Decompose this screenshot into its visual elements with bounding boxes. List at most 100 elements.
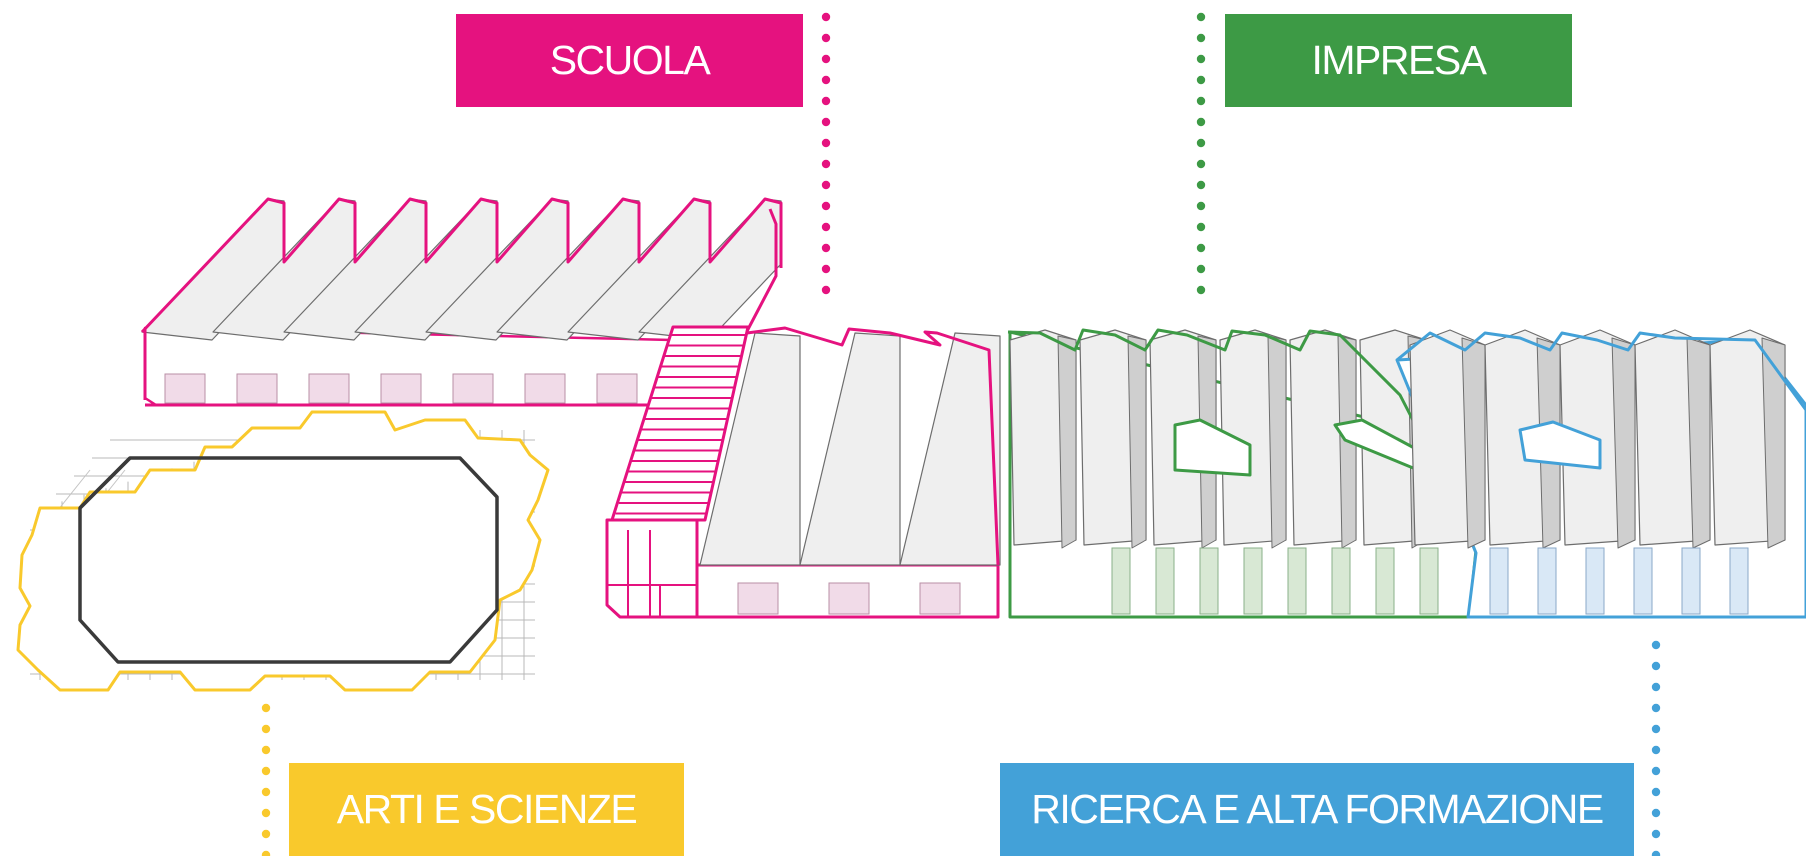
leader-dot xyxy=(1196,96,1206,106)
leader-dot xyxy=(1196,222,1206,232)
impresa-roof-shadow xyxy=(1057,335,1077,549)
leader-dot xyxy=(821,264,831,274)
stair-base xyxy=(605,518,699,619)
impresa-leader xyxy=(1196,12,1206,295)
leader-dot xyxy=(261,766,271,776)
leader-dot xyxy=(1196,243,1206,253)
ricerca-label: RICERCA E ALTA FORMAZIONE xyxy=(1000,763,1634,856)
scuola-window xyxy=(236,373,278,404)
arti-leader xyxy=(261,703,271,856)
impresa-label: IMPRESA xyxy=(1225,14,1572,107)
leader-dot xyxy=(821,96,831,106)
ricerca-column xyxy=(1585,547,1605,615)
leader-dot xyxy=(1651,829,1661,839)
leader-dot xyxy=(821,117,831,127)
arti-outline xyxy=(16,410,550,692)
ricerca-roof-shadow xyxy=(1686,337,1711,549)
leader-dot xyxy=(1196,12,1206,22)
scuola-window xyxy=(308,373,350,404)
leader-dot xyxy=(1651,808,1661,818)
leader-dot xyxy=(1196,180,1206,190)
leader-dot xyxy=(261,808,271,818)
scuola-window xyxy=(380,373,422,404)
arti-e-scienze-label: ARTI E SCIENZE xyxy=(289,763,684,856)
scuola-lower-window xyxy=(828,582,870,615)
ricerca-column xyxy=(1681,547,1701,615)
leader-dot xyxy=(1196,75,1206,85)
leader-dot xyxy=(1651,724,1661,734)
leader-dot xyxy=(1196,138,1206,148)
leader-dot xyxy=(1196,159,1206,169)
leader-dot xyxy=(261,787,271,797)
impresa-column xyxy=(1375,547,1395,615)
leader-dot xyxy=(821,180,831,190)
leader-dot xyxy=(1651,787,1661,797)
leader-dot xyxy=(261,745,271,755)
scuola-leader xyxy=(821,12,831,295)
leader-dot xyxy=(821,12,831,22)
leader-dot xyxy=(821,54,831,64)
ricerca-roof-shadow xyxy=(1611,337,1636,549)
leader-dot xyxy=(821,159,831,169)
scuola-window xyxy=(524,373,566,404)
leader-dot xyxy=(1651,766,1661,776)
impresa-roof-outline xyxy=(1007,328,1420,431)
ricerca-notch xyxy=(1518,420,1602,470)
scuola-lower-window xyxy=(919,582,961,615)
scuola-roof-teeth xyxy=(141,198,782,341)
leader-dot xyxy=(1196,201,1206,211)
scuola-stair-block xyxy=(605,325,750,619)
leader-dot xyxy=(821,285,831,295)
leader-dot xyxy=(1196,33,1206,43)
leader-dot xyxy=(261,703,271,713)
leader-dot xyxy=(261,850,271,856)
leader-dot xyxy=(1651,640,1661,650)
scuola-roof-outline xyxy=(140,197,783,334)
impresa-column xyxy=(1199,547,1219,615)
impresa-column xyxy=(1287,547,1307,615)
leader-dot xyxy=(821,33,831,43)
impresa-roof-shadow xyxy=(1267,335,1287,549)
ricerca-roof-outline xyxy=(1396,331,1806,411)
scuola-lower-window xyxy=(737,582,779,615)
ricerca-leader xyxy=(1651,640,1661,856)
leader-dot xyxy=(821,222,831,232)
scuola-lower-block xyxy=(695,326,1001,619)
leader-dot xyxy=(1196,117,1206,127)
leader-dot xyxy=(821,201,831,211)
ricerca-column xyxy=(1633,547,1653,615)
leader-dot xyxy=(821,138,831,148)
connector-leaders xyxy=(261,12,1661,856)
leader-dot xyxy=(1651,745,1661,755)
impresa-column xyxy=(1419,547,1439,615)
arti-e-scienze-wireframe-block xyxy=(16,410,550,692)
impresa-block xyxy=(1007,328,1478,619)
ricerca-block xyxy=(1395,329,1806,619)
scuola-lower-outline xyxy=(746,326,1000,566)
leader-dot xyxy=(1651,703,1661,713)
leader-dot xyxy=(1196,264,1206,274)
scuola-lower-roof xyxy=(799,332,901,566)
leader-dot xyxy=(261,724,271,734)
impresa-column xyxy=(1155,547,1175,615)
ricerca-roof-shadow xyxy=(1761,337,1786,549)
impresa-column xyxy=(1111,547,1131,615)
leader-dot xyxy=(1196,54,1206,64)
ricerca-column xyxy=(1537,547,1557,615)
arti-inner-edge xyxy=(78,456,132,510)
scuola-window xyxy=(164,373,206,404)
scuola-sawtooth-block xyxy=(140,197,783,407)
scuola-window xyxy=(596,373,638,404)
impresa-notch-1 xyxy=(1173,418,1252,477)
impresa-column xyxy=(1243,547,1263,615)
scuola-window xyxy=(452,373,494,404)
leader-dot xyxy=(1651,682,1661,692)
scuola-lower-roof xyxy=(699,332,801,566)
ricerca-column xyxy=(1729,547,1749,615)
leader-dot xyxy=(1651,850,1661,856)
leader-dot xyxy=(1651,661,1661,671)
scuola-end-edge xyxy=(743,208,778,336)
scuola-lower-roof xyxy=(899,332,1001,566)
ricerca-roof-shadow xyxy=(1461,337,1486,549)
